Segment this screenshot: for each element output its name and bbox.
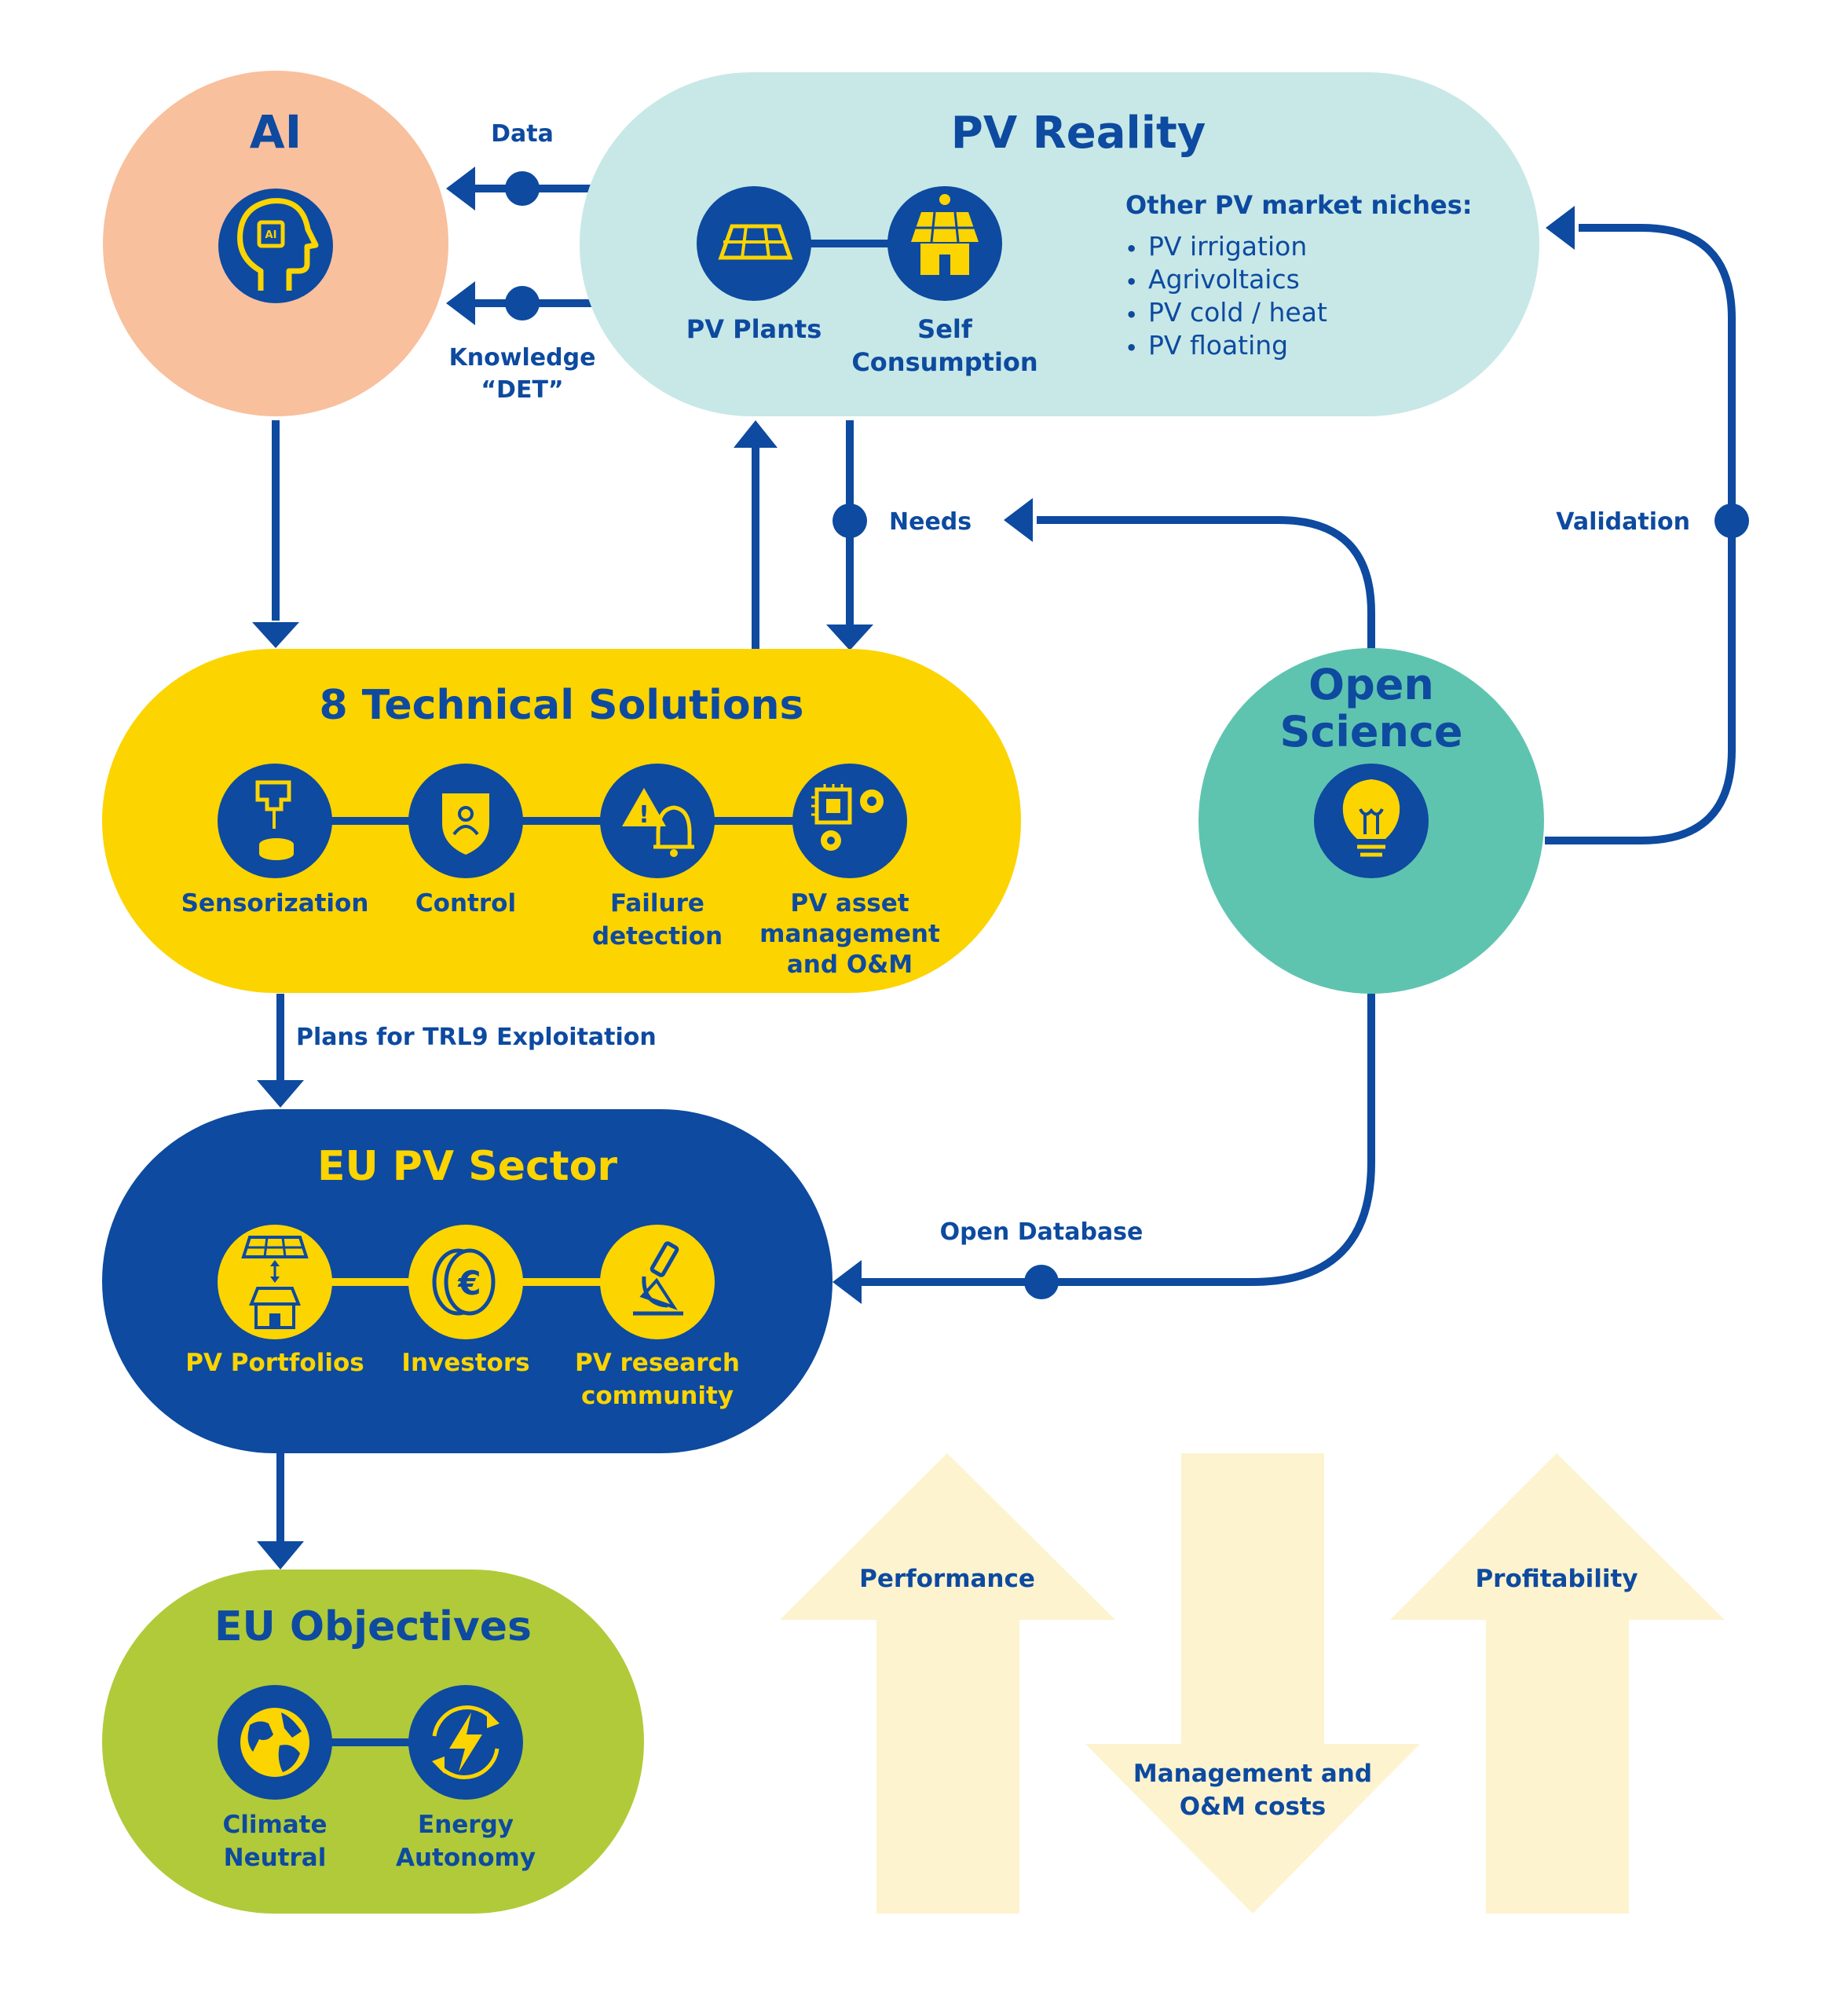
research-label-1: PV research (575, 1349, 740, 1377)
energy-icon (408, 1685, 523, 1800)
data-dot (505, 171, 540, 206)
eu-pv-sector-node: EU PV Sector € PV Port (102, 1109, 833, 1453)
sensorization-icon (218, 764, 332, 878)
energy-label-2: Autonomy (396, 1844, 536, 1872)
svg-text:!: ! (639, 801, 650, 829)
climate-label-2: Neutral (224, 1844, 327, 1872)
needs-dot (833, 504, 867, 538)
open-database-arrowhead (833, 1260, 862, 1304)
validation-arrowhead (1546, 206, 1575, 250)
open-science-to-needs-line (1037, 516, 1375, 652)
investors-icon: € (408, 1225, 523, 1339)
pv-plants-icon (697, 186, 811, 301)
control-label: Control (415, 889, 516, 918)
sensorization-label: Sensorization (181, 889, 369, 918)
performance-label: Performance (859, 1565, 1035, 1593)
niche-bullet: • (1125, 304, 1137, 326)
knowledge-arrowhead (446, 281, 475, 325)
ai-title: AI (250, 105, 302, 159)
niches-title: Other PV market niches: (1125, 190, 1473, 220)
data-arrowhead (446, 167, 475, 211)
svg-text:€: € (457, 1264, 481, 1302)
validation-label: Validation (1556, 508, 1690, 536)
lightbulb-icon (1314, 764, 1429, 878)
microscope-icon (600, 1225, 715, 1339)
pv-plants-label: PV Plants (686, 314, 822, 344)
tech-to-pv-arrowhead (734, 420, 778, 448)
ai-to-tech-arrowhead (252, 622, 299, 648)
plans-arrowhead (257, 1080, 304, 1108)
self-consumption-label-1: Self (917, 314, 973, 344)
niche-item: PV cold / heat (1148, 297, 1327, 328)
flow-labels: Data Knowledge “DET” Needs Validation Pl… (296, 120, 1690, 1246)
flow-dots (505, 171, 1749, 1299)
open-science-title-1: Open (1308, 660, 1434, 709)
niche-bullet: • (1125, 238, 1137, 260)
open-science-needs-arrowhead (1004, 498, 1033, 542)
plans-label: Plans for TRL9 Exploitation (296, 1024, 657, 1051)
asset-label-1: PV asset (790, 889, 909, 918)
svg-text:AI: AI (265, 229, 277, 241)
knowledge-label-1: Knowledge (449, 344, 596, 372)
eu-objectives-title: EU Objectives (214, 1603, 532, 1650)
research-label-2: community (581, 1382, 734, 1410)
energy-label-1: Energy (418, 1811, 514, 1839)
asset-management-icon (792, 764, 907, 878)
open-database-line (852, 994, 1375, 1286)
niches-list: • PV irrigation • Agrivoltaics • PV cold… (1125, 231, 1327, 361)
costs-label-2: O&M costs (1180, 1793, 1326, 1821)
pv-portfolios-icon (218, 1225, 332, 1339)
ai-head-icon: AI (218, 189, 333, 303)
niche-item: Agrivoltaics (1148, 264, 1300, 295)
open-science-title-2: Science (1279, 707, 1462, 756)
performance-up-arrow (780, 1453, 1115, 1914)
climate-label-1: Climate (222, 1811, 327, 1839)
self-consumption-label-2: Consumption (851, 347, 1037, 377)
asset-label-2: management (759, 920, 940, 948)
knowledge-label-2: “DET” (481, 376, 563, 404)
costs-label-1: Management and (1133, 1760, 1372, 1788)
arrowheads (252, 167, 1575, 1570)
ai-node: AI AI (103, 71, 448, 416)
needs-label: Needs (889, 508, 972, 536)
tech-solutions-node: 8 Technical Solutions ! (102, 649, 1021, 993)
open-database-dot (1024, 1265, 1059, 1299)
eu-pv-sector-title: EU PV Sector (317, 1143, 617, 1190)
costs-down-arrow (1085, 1453, 1420, 1914)
failure-detection-icon: ! (600, 764, 715, 878)
niche-item: PV floating (1148, 330, 1288, 361)
data-label: Data (491, 120, 554, 148)
control-icon (408, 764, 523, 878)
pv-reality-title: PV Reality (951, 108, 1206, 159)
eu-objectives-node: EU Objectives Climate Neutral Energy Aut… (102, 1570, 644, 1914)
globe-icon (218, 1685, 332, 1800)
objectives-arrowhead (257, 1541, 304, 1570)
validation-dot (1714, 504, 1749, 538)
niche-bullet: • (1125, 271, 1137, 293)
tech-solutions-title: 8 Technical Solutions (319, 682, 803, 729)
trend-arrows: Performance Management and O&M costs Pro… (780, 1453, 1725, 1914)
open-science-node: Open Science (1198, 648, 1544, 994)
pv-portfolios-label: PV Portfolios (185, 1349, 364, 1377)
profitability-up-arrow (1390, 1453, 1725, 1914)
pv-reality-node: PV Reality PV Plants Self Consumption Ot… (580, 72, 1539, 416)
knowledge-dot (505, 286, 540, 321)
failure-label-2: detection (592, 922, 723, 951)
self-consumption-icon (887, 186, 1002, 301)
open-database-label: Open Database (940, 1218, 1144, 1246)
niche-item: PV irrigation (1148, 231, 1307, 262)
pv-reality-pill (580, 72, 1539, 416)
asset-label-3: and O&M (787, 951, 913, 979)
needs-arrowhead (826, 625, 873, 650)
failure-label-1: Failure (610, 889, 704, 918)
niche-bullet: • (1125, 337, 1137, 359)
profitability-label: Profitability (1475, 1565, 1638, 1593)
investors-label: Investors (401, 1349, 529, 1377)
